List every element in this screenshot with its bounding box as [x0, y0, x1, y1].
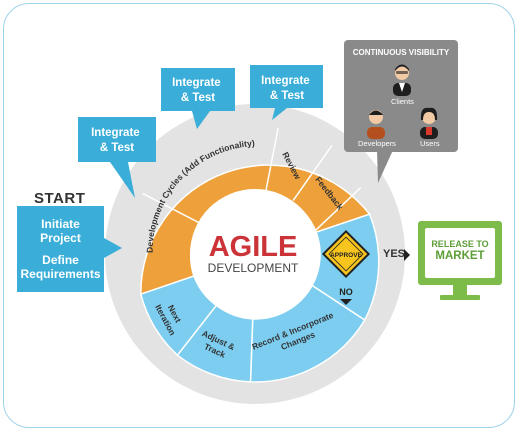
svg-text:Integrate & Test: Integrate & Test	[261, 75, 313, 102]
center-circle	[190, 189, 320, 319]
approve-sign-icon	[321, 229, 371, 279]
divider-line	[265, 127, 279, 192]
start-heading: START	[34, 190, 86, 207]
divider-line	[310, 187, 362, 236]
release-monitor-icon: RELEASE TO MARKET	[418, 221, 502, 285]
clients-label: Clients	[391, 97, 414, 106]
release-screen: RELEASE TO MARKET	[425, 228, 495, 278]
svg-text:Integrate & Test: Integrate & Test	[172, 77, 224, 104]
divider-line	[142, 192, 199, 224]
start-line-1: Initiate	[41, 217, 80, 231]
agile-title: AGILE	[209, 231, 298, 263]
user-icon	[420, 107, 438, 139]
yes-arrow-icon	[404, 249, 410, 261]
callout-left-line2: & Test	[100, 142, 134, 154]
callout-right-line2: & Test	[270, 90, 304, 102]
people-icons	[367, 64, 438, 139]
continuous-visibility-panel: CONTINUOUS VISIBILITY Clients Developers…	[344, 40, 458, 152]
callout-middle-line1: Integrate	[172, 77, 221, 89]
release-line-1: RELEASE TO	[431, 239, 489, 249]
visibility-title: CONTINUOUS VISIBILITY	[352, 48, 450, 57]
development-subtitle: DEVELOPMENT	[208, 261, 299, 275]
developer-icon	[367, 110, 385, 139]
callout-left-line1: Integrate	[91, 127, 140, 139]
start-line-3: Define	[42, 253, 79, 267]
release-line-2: MARKET	[435, 250, 485, 262]
start-box: Initiate Project Define Requirements	[17, 206, 104, 292]
start-line-4: Requirements	[20, 267, 101, 281]
integrate-callout-left	[78, 117, 156, 198]
developers-label: Developers	[358, 139, 396, 148]
approve-label: APPROVE	[330, 252, 362, 259]
integrate-callout-middle	[161, 68, 235, 129]
start-line-2: Project	[40, 231, 81, 245]
no-arrow-icon	[340, 299, 352, 305]
callout-middle-line2: & Test	[181, 92, 215, 104]
users-label: Users	[420, 139, 440, 148]
no-label: NO	[339, 287, 353, 297]
divider-line	[292, 144, 333, 201]
svg-text:Integrate & Test: Integrate & Test	[91, 127, 143, 154]
visibility-pointer	[377, 150, 393, 183]
client-icon	[393, 64, 411, 96]
integrate-callout-right	[250, 65, 323, 120]
yes-label: YES	[383, 248, 406, 260]
start-pointer	[104, 238, 122, 258]
frame-border	[3, 3, 515, 428]
callout-right-line1: Integrate	[261, 75, 310, 87]
